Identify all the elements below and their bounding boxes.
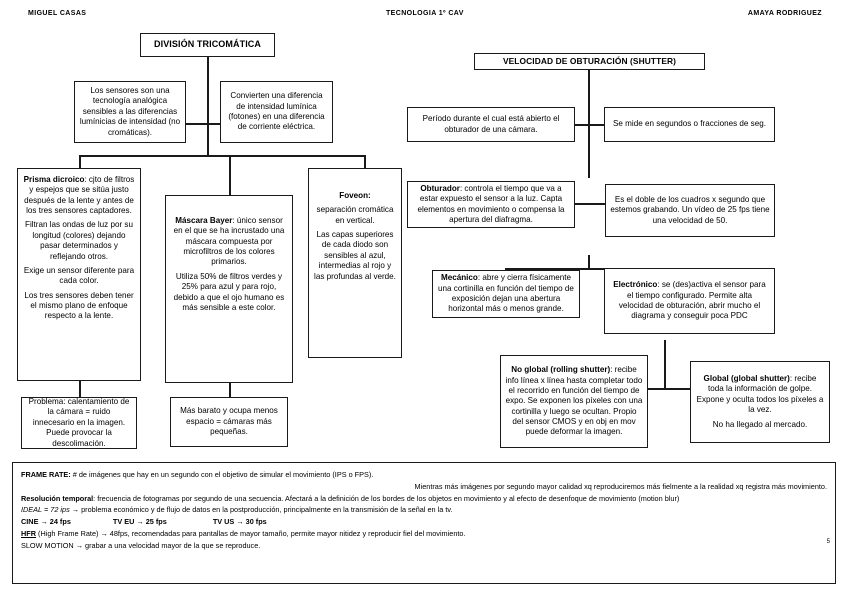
page-number: 5 bbox=[826, 539, 830, 545]
foveon-box: Foveon: separación cromática en vertical… bbox=[308, 168, 402, 358]
connector-right-title-down bbox=[588, 68, 590, 178]
bayer-p2: Utiliza 50% de filtros verdes y 25% para… bbox=[173, 271, 285, 312]
connector-left-drop-bayer bbox=[229, 155, 231, 195]
framerate-tvus: TV US → 30 fps bbox=[212, 517, 267, 527]
right-branch-a-box: Período durante el cual está abierto el … bbox=[407, 107, 575, 142]
mecanico-box: Mecánico: abre y cierra físicamente una … bbox=[432, 270, 580, 318]
foveon-p3: Las capas superiores de cada diodo son s… bbox=[314, 230, 396, 281]
framerate-line1-label: FRAME RATE: bbox=[21, 470, 71, 479]
connector-to-global bbox=[664, 388, 690, 390]
connector-right-to-obturador bbox=[574, 203, 590, 205]
global-shutter-box: Global (global shutter): recibe toda la … bbox=[690, 361, 830, 443]
electronico-label: Electrónico bbox=[613, 280, 658, 290]
prisma-p3: Exige un sensor diferente para cada colo… bbox=[23, 265, 135, 286]
global-label: Global (global shutter) bbox=[703, 374, 790, 384]
foveon-label: Foveon: bbox=[339, 191, 371, 200]
framerate-line1: FRAME RATE: # de imágenes que hay en un … bbox=[21, 470, 374, 479]
obturador-box: Obturador: controla el tiempo que va a e… bbox=[407, 181, 575, 228]
connector-left-drop-foveon bbox=[364, 155, 366, 168]
connector-right-to-doble bbox=[588, 203, 606, 205]
mascara-bayer-box: Máscara Bayer: único sensor en el que se… bbox=[165, 195, 293, 383]
header-subject: TECNOLOGIA 1º CAV bbox=[386, 10, 464, 17]
connector-bayer-to-note bbox=[229, 383, 231, 397]
framerate-line3: Resolución temporal: frecuencia de fotog… bbox=[21, 493, 680, 503]
connector-to-no-global bbox=[648, 388, 666, 390]
left-branch-b-box: Convierten una diferencia de intensidad … bbox=[220, 81, 333, 143]
connector-left-title-down bbox=[207, 55, 209, 155]
framerate-tveu: TV EU → 25 fps bbox=[112, 517, 167, 527]
left-branch-a-box: Los sensores son una tecnología analógic… bbox=[74, 81, 186, 143]
prisma-p2: Filtran las ondas de luz por su longitud… bbox=[25, 220, 133, 261]
connector-obturador-bus-down bbox=[588, 255, 590, 269]
framerate-hfr-label: HFR bbox=[21, 529, 36, 539]
connector-prisma-to-problem bbox=[79, 381, 81, 397]
framerate-slowmotion-row: SLOW MOTION → grabar a una velocidad may… bbox=[21, 540, 261, 550]
right-tree-title: VELOCIDAD DE OBTURACIÓN (SHUTTER) bbox=[474, 53, 705, 70]
mecanico-label: Mecánico bbox=[440, 273, 478, 283]
bayer-note-box: Más barato y ocupa menos espacio = cámar… bbox=[170, 397, 288, 447]
prisma-dicroico-box: Prisma dicroico: cjto de filtros y espej… bbox=[17, 168, 141, 381]
prisma-problem-box: Problema: calentamiento de la cámara = r… bbox=[21, 397, 137, 449]
right-branch-b-box: Se mide en segundos o fracciones de seg. bbox=[604, 107, 775, 142]
connector-right-to-branch-b bbox=[588, 124, 606, 126]
left-tree-title: DIVISIÓN TRICOMÁTICA bbox=[140, 33, 275, 57]
connector-mec-elec-bus bbox=[505, 268, 665, 270]
connector-right-to-branch-a bbox=[574, 124, 590, 126]
connector-electronico-down bbox=[664, 340, 666, 388]
global-note: No ha llegado al mercado. bbox=[712, 419, 808, 429]
electronico-box: Electrónico: se (des)activa el sensor pa… bbox=[604, 268, 775, 334]
prisma-p4: Los tres sensores deben tener el mismo p… bbox=[24, 290, 134, 321]
framerate-standards-row: CINE → 24 fps TV EU → 25 fps TV US → 30 fp… bbox=[21, 516, 827, 528]
header-author-right: AMAYA RODRIGUEZ bbox=[747, 10, 822, 17]
framerate-slow-label: SLOW MOTION bbox=[21, 540, 74, 550]
obturador-label: Obturador bbox=[420, 183, 460, 193]
no-global-shutter-box: No global (rolling shutter): recibe info… bbox=[500, 355, 648, 448]
connector-left-to-branch-a bbox=[178, 123, 208, 125]
framerate-line2: Mientras más imágenes por segundo mayor … bbox=[414, 481, 827, 491]
framerate-ideal-label: IDEAL = 72 ips bbox=[21, 505, 70, 515]
framerate-hfr-row: HFR (High Frame Rate) → 48fps, recomenda… bbox=[21, 529, 466, 539]
framerate-cine: CINE → 24 fps bbox=[21, 517, 71, 527]
framerate-line3-label: Resolución temporal bbox=[21, 493, 94, 503]
framerate-line4: IDEAL = 72 ips → problema económico y de… bbox=[21, 505, 453, 515]
no-global-label: No global (rolling shutter) bbox=[511, 365, 611, 375]
header-author-left: MIGUEL CASAS bbox=[28, 10, 87, 17]
connector-left-to-branch-b bbox=[207, 123, 221, 125]
bayer-label: Máscara Bayer bbox=[175, 216, 233, 225]
connector-left-drop-prisma bbox=[79, 155, 81, 168]
doble-cuadros-box: Es el doble de los cuadros x segundo que… bbox=[605, 184, 775, 237]
prisma-label: Prisma dicroico bbox=[23, 175, 85, 184]
foveon-p2: separación cromática en vertical. bbox=[316, 205, 394, 225]
framerate-panel: FRAME RATE: # de imágenes que hay en un … bbox=[12, 462, 836, 584]
connector-left-horizontal-bus bbox=[79, 155, 365, 157]
